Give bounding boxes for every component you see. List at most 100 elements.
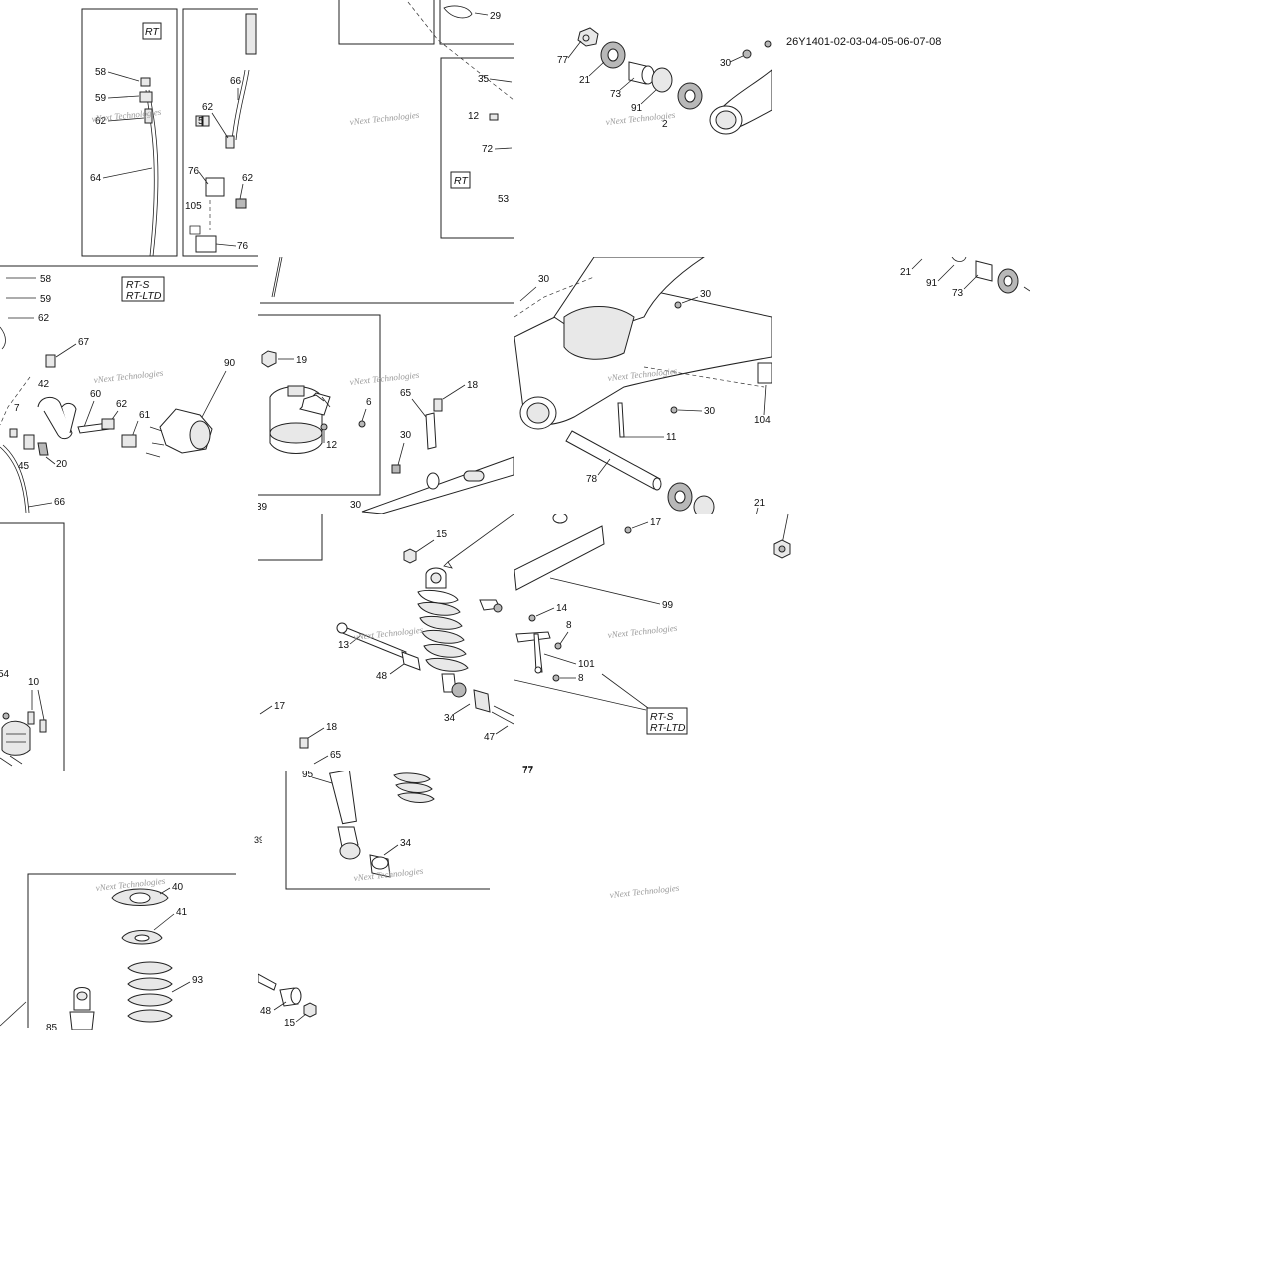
svg-text:73: 73 [610,89,622,100]
nut-15 [403,548,417,564]
svg-text:8: 8 [578,673,584,684]
coil-spring-93 [127,1009,173,1023]
svg-text:77: 77 [522,765,534,776]
tile-ltd-valve: 54 10 [0,514,66,771]
svg-text:76: 76 [188,166,200,177]
svg-text:30: 30 [704,406,716,417]
valve-cluster [1,720,31,756]
svg-text:105: 105 [185,201,202,212]
svg-text:39: 39 [254,835,262,845]
svg-text:34: 34 [444,713,456,724]
tile-bearings: 77 21 73 91 2 30 vNext Technologies [514,0,772,257]
svg-text:64: 64 [90,173,102,184]
svg-text:12: 12 [468,111,480,122]
seal-91 [651,67,673,93]
svg-text:RT-LTD: RT-LTD [126,290,162,302]
svg-text:30: 30 [350,500,362,511]
tile-spring-stack: 40 41 93 85 vNext Technologies [0,860,236,1030]
svg-text:62: 62 [38,313,50,324]
svg-text:21: 21 [579,75,591,86]
sensor-104 [757,362,772,384]
fitting-62 [144,108,153,124]
svg-text:73: 73 [952,288,964,297]
svg-text:62: 62 [116,399,128,410]
rt-inset-frame [81,8,178,257]
svg-text:47: 47 [484,732,496,743]
svg-text:vNext Technologies: vNext Technologies [349,370,420,387]
svg-text:93: 93 [192,975,204,986]
svg-text:61: 61 [139,410,151,421]
svg-text:30: 30 [700,289,712,300]
rt-spring-top [397,792,435,803]
svg-text:vNext Technologies: vNext Technologies [353,625,424,642]
tile-rt-reservoir: RT 29 35 12 72 53 14 vNext Technologies [258,0,514,257]
svg-text:29: 29 [490,11,502,22]
svg-text:54: 54 [0,669,10,680]
svg-text:RT-S: RT-S [650,711,673,723]
shock-spring [425,657,469,672]
shock-body-95 [329,771,357,825]
svg-text:18: 18 [326,722,338,733]
svg-text:35: 35 [478,74,490,85]
svg-text:39: 39 [258,502,268,513]
tile-right-bearings: 21 91 73 [900,257,1030,297]
svg-text:62: 62 [242,173,254,184]
rt-label-box [142,22,162,40]
svg-text:10: 10 [28,677,40,688]
svg-text:59: 59 [95,93,107,104]
svg-text:48: 48 [260,1006,272,1017]
tile-swingarm: 30 30 30 11 78 104 vNext Technologies [514,257,772,514]
svg-text:15: 15 [284,1018,296,1029]
svg-text:21: 21 [754,498,766,509]
svg-text:62: 62 [95,116,107,127]
nut-15b [303,1002,317,1018]
svg-text:15: 15 [436,529,448,540]
svg-text:vNext Technologies: vNext Technologies [93,368,164,385]
nut-19 [261,350,277,368]
rt-inset-frame-2 [440,57,514,239]
svg-text:RT: RT [454,175,469,187]
svg-text:13: 13 [338,640,350,651]
stray-callout-77: 77 [522,765,534,776]
svg-text:42: 42 [38,379,50,390]
rts-ltd-label-box-2 [646,707,688,735]
svg-text:48: 48 [376,671,388,682]
svg-text:66: 66 [230,76,242,87]
svg-text:59: 59 [40,294,52,305]
svg-text:62: 62 [202,102,214,113]
svg-text:58: 58 [95,67,107,78]
svg-text:60: 60 [90,389,102,400]
svg-text:30: 30 [720,58,732,69]
callout-18-65: 18 65 [299,722,342,765]
fitting-59 [139,91,153,103]
svg-text:45: 45 [18,461,30,472]
bracket-99 [514,525,605,591]
svg-text:6: 6 [366,397,372,408]
svg-text:30: 30 [538,274,550,285]
svg-text:77: 77 [522,766,534,771]
tile-linkage: 17 99 14 8 101 8 RT-S RT-LTD 77 vNext Te… [514,514,772,771]
svg-text:67: 67 [78,337,90,348]
tile-rt-shock: 65 95 34 vNext Technologies [258,771,514,891]
clip-29 [443,5,473,19]
svg-text:78: 78 [586,474,598,485]
svg-text:RT-LTD: RT-LTD [650,722,686,734]
tile-rt-fittings: RT 58 59 62 64 66 [0,0,258,257]
svg-text:14: 14 [556,603,568,614]
svg-text:77: 77 [557,55,569,66]
svg-text:34: 34 [400,838,412,849]
svg-text:8: 8 [566,620,572,631]
svg-text:RT-S: RT-S [126,279,149,291]
svg-text:76: 76 [237,241,249,252]
pivot-shaft-78 [565,430,661,490]
svg-text:vNext Technologies: vNext Technologies [349,110,420,127]
svg-text:7: 7 [14,403,20,414]
svg-text:11: 11 [666,432,677,443]
svg-text:5: 5 [198,116,204,127]
svg-text:2: 2 [662,119,668,130]
svg-text:21: 21 [900,267,912,278]
svg-text:17: 17 [274,701,286,712]
svg-text:58: 58 [40,274,52,285]
rts-ltd-label-box [121,276,165,302]
